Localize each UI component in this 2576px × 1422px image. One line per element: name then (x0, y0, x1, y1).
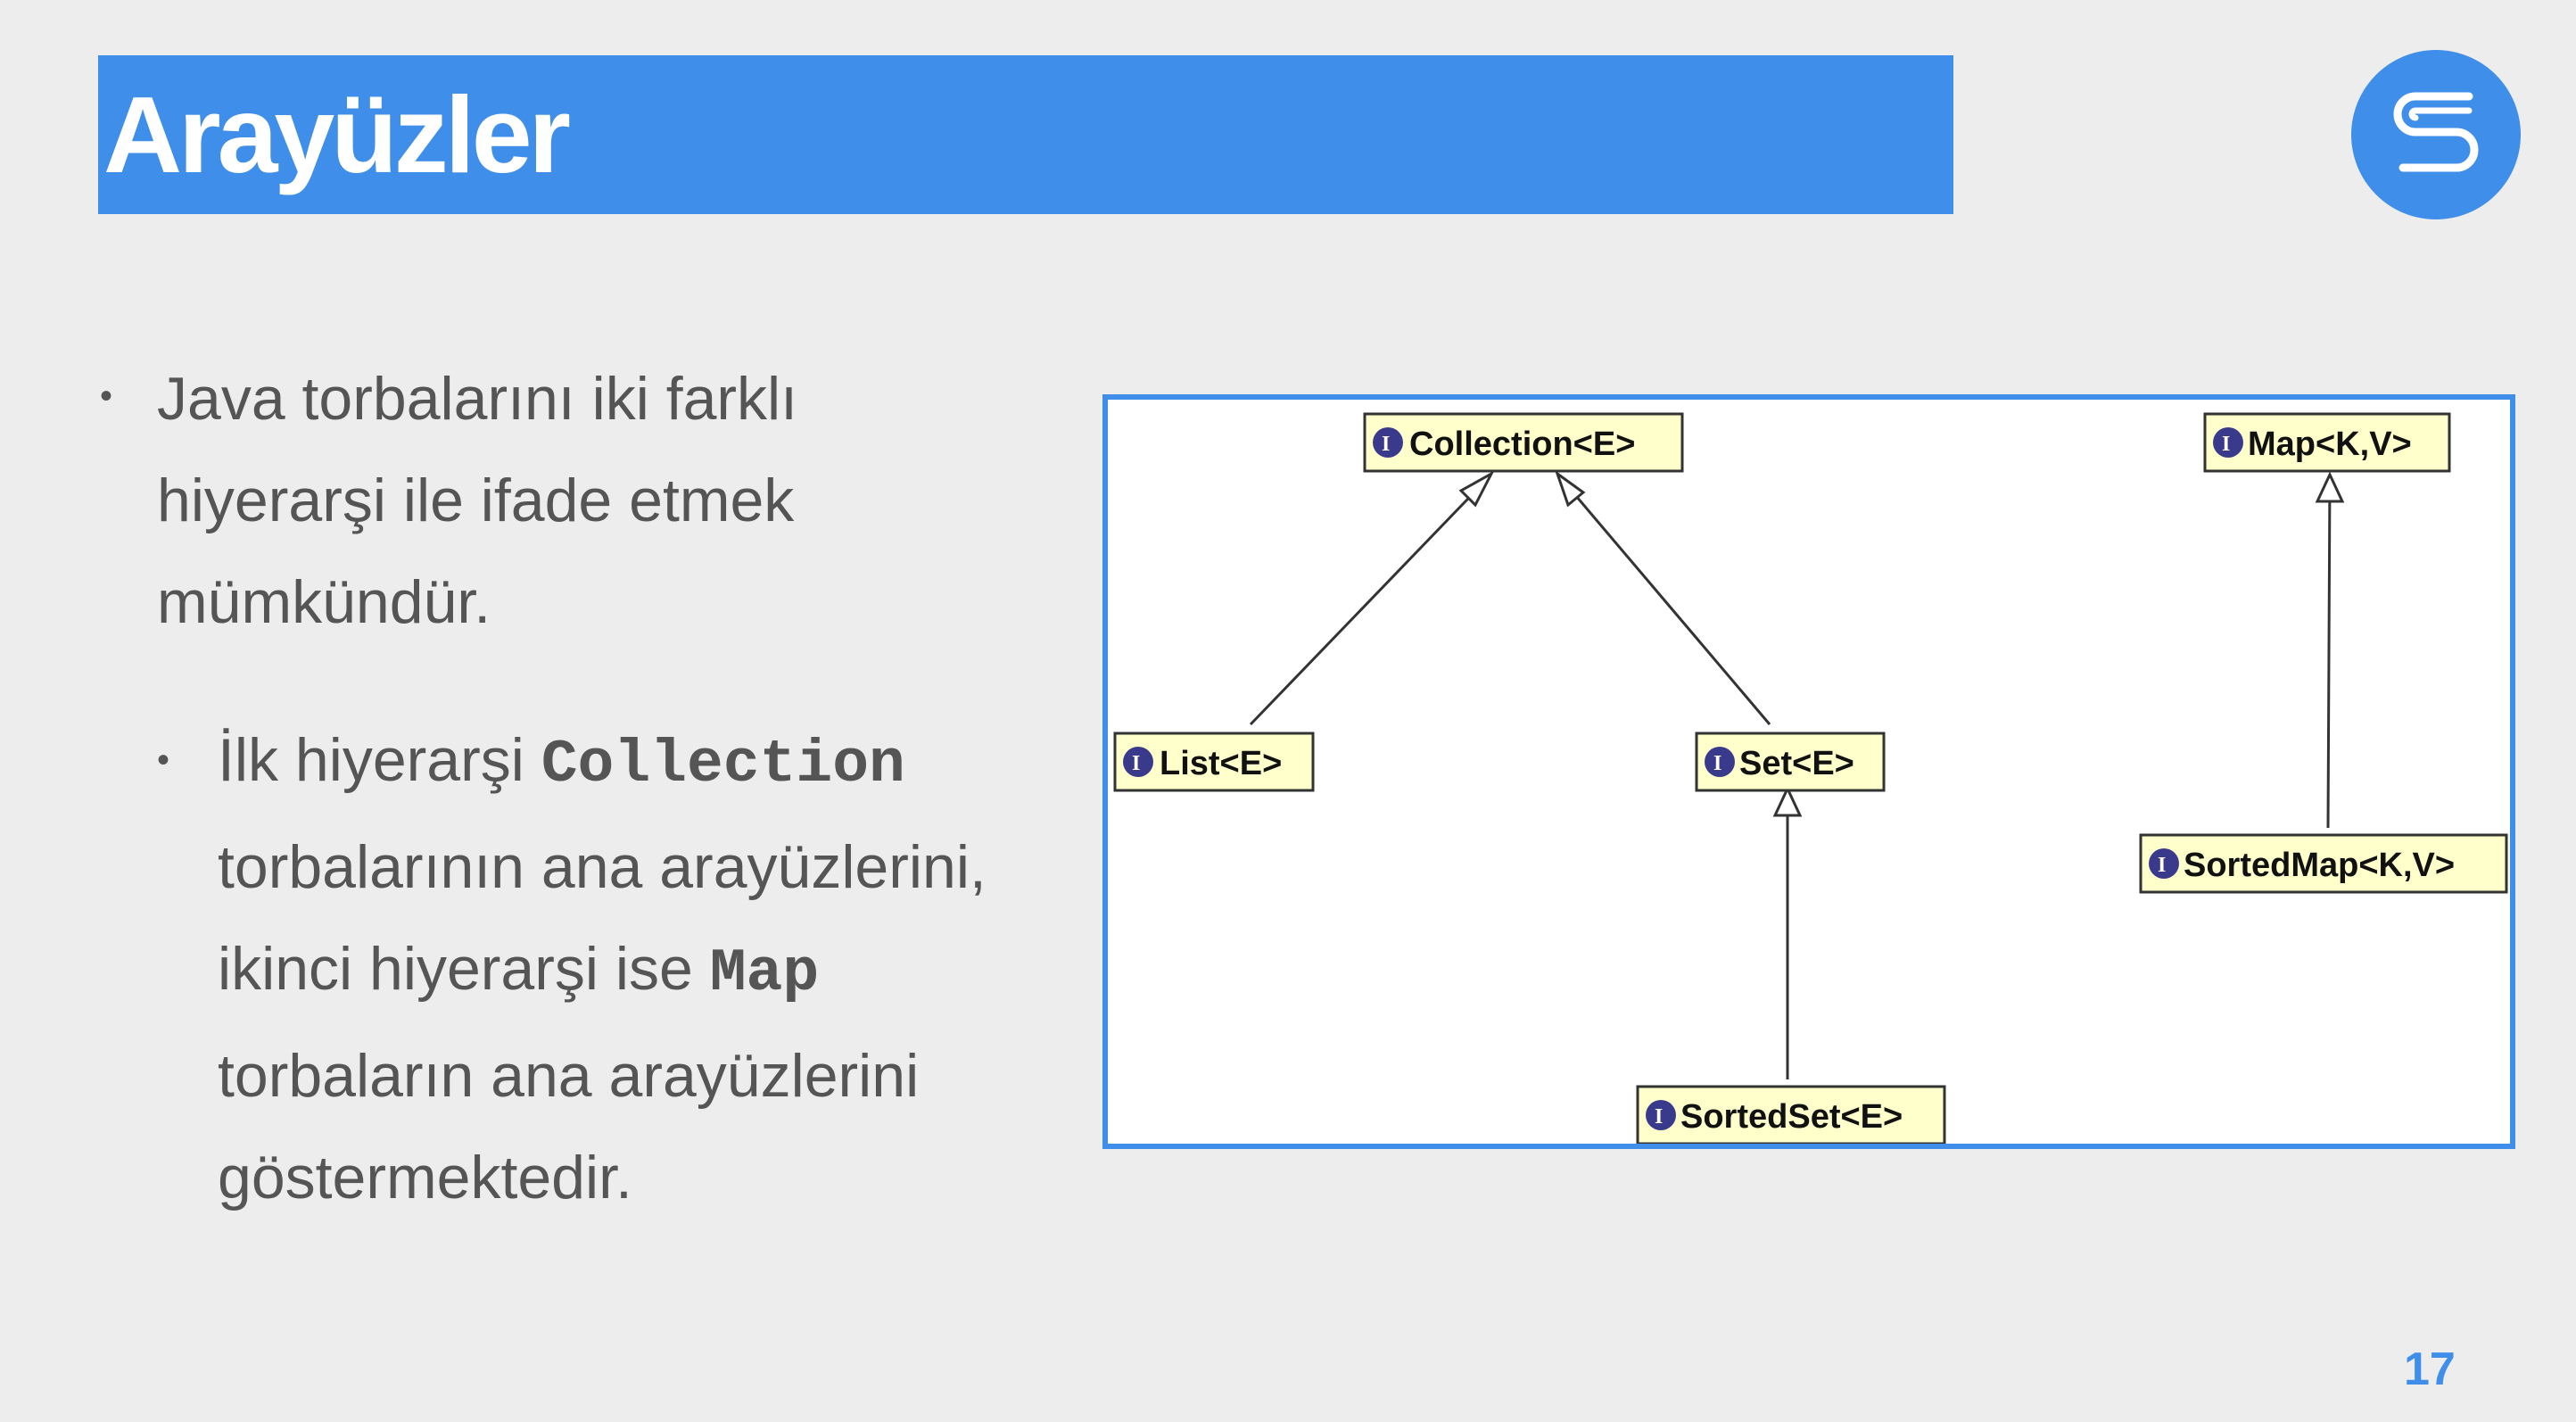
page-number: 17 (2404, 1343, 2456, 1395)
code-map: Map (709, 939, 820, 1008)
bullet-line: mümkündür. (157, 568, 491, 636)
sub-bullet-line: torbalarının ana arayüzlerini, (218, 833, 987, 901)
bullet-line: Java torbalarını iki farklı (157, 365, 798, 433)
edge-sortedset-set (1772, 785, 1803, 1079)
svg-text:I: I (1382, 433, 1390, 456)
sub-bullet-line: torbaların ana arayüzlerini (218, 1042, 920, 1110)
svg-text:I: I (2158, 854, 2166, 877)
edge-set-collection (1555, 470, 1771, 725)
bullet-dot: • (100, 376, 113, 416)
edge-list-collection (1249, 470, 1495, 726)
node-set-label: Set<E> (1739, 745, 1854, 782)
edge-sortedmap-map (2315, 471, 2345, 829)
node-list-label: List<E> (1160, 745, 1282, 782)
sub-bullet-line: İlk hiyerarşi Collection (218, 726, 905, 799)
node-map: I Map<K,V> (2203, 412, 2451, 473)
sub-bullet-line: ikinci hiyerarşi ise Map (218, 935, 820, 1008)
slide-title: Arayüzler (103, 74, 571, 195)
node-collection-label: Collection<E> (1409, 426, 1635, 463)
node-sortedset-label: SortedSet<E> (1680, 1098, 1903, 1136)
node-list: I List<E> (1113, 732, 1315, 792)
uml-diagram-canvas: .node-box { fill: #ffffcc; stroke: #3333… (1113, 412, 2508, 1145)
bullet-item: Java torbalarını iki farklı hiyerarşi il… (157, 348, 1049, 653)
sub-bullet-line: göstermektedir. (218, 1144, 632, 1211)
node-collection: I Collection<E> (1363, 412, 1684, 473)
node-sortedset: I SortedSet<E> (1636, 1085, 1946, 1145)
node-sortedmap: I SortedMap<K,V> (2139, 833, 2508, 894)
s-logo-icon (2351, 50, 2521, 219)
bullet-dot: • (157, 740, 170, 780)
svg-text:I: I (1655, 1105, 1663, 1129)
title-bar: Arayüzler (98, 55, 1953, 214)
bullet-line: hiyerarşi ile ifade etmek (157, 467, 795, 534)
svg-text:I: I (1713, 752, 1721, 775)
svg-text:I: I (1132, 752, 1140, 775)
node-sortedmap-label: SortedMap<K,V> (2184, 847, 2455, 884)
sub-bullet-item: İlk hiyerarşi Collection torbalarının an… (218, 709, 1163, 1228)
uml-diagram: .node-box { fill: #ffffcc; stroke: #3333… (1102, 394, 2515, 1149)
node-set: I Set<E> (1695, 732, 1886, 792)
code-collection: Collection (541, 731, 905, 799)
svg-text:I: I (2222, 433, 2230, 456)
node-map-label: Map<K,V> (2248, 426, 2412, 463)
